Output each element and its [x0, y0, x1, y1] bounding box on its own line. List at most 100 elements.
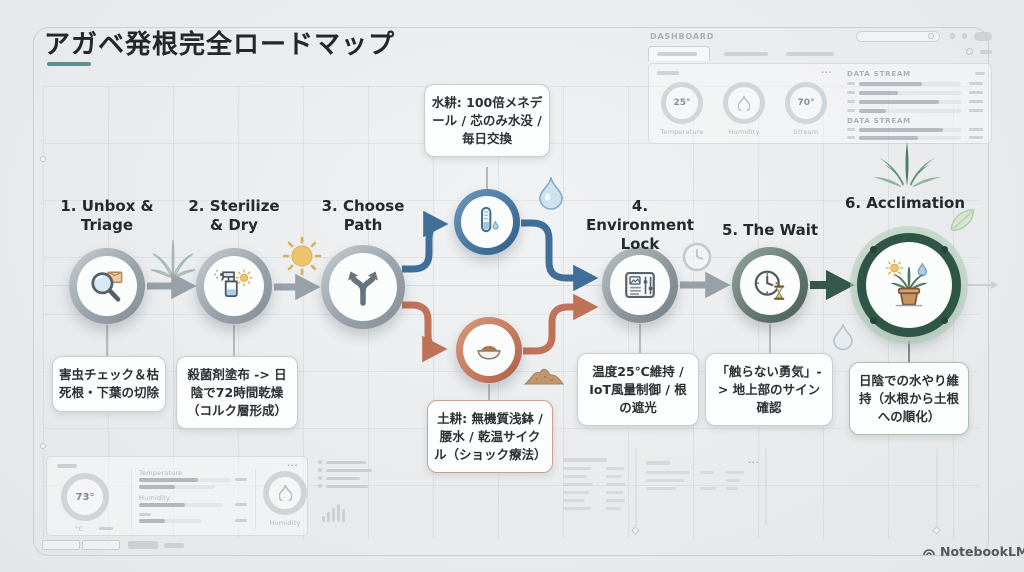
control-bar	[128, 541, 158, 549]
ring-dot	[870, 246, 877, 253]
tab-active	[648, 46, 710, 61]
faint-droplet-decoration	[833, 323, 853, 351]
step1-label: 1. Unbox & Triage	[60, 197, 154, 234]
row-value-bar	[969, 82, 983, 85]
ring-dot	[941, 317, 948, 324]
node-step6	[857, 233, 961, 337]
gauge-temperature-label: Temperature	[660, 128, 704, 136]
bottom-panel: ... 73° °C Temperature Humidity Humidity	[46, 456, 308, 536]
bullet-line	[326, 461, 366, 464]
row-label-bar	[847, 100, 855, 103]
node-water-path	[454, 189, 520, 255]
window-controls	[980, 50, 992, 54]
env-controls-icon	[610, 255, 670, 315]
dashboard-mockup-top: DASHBOARD ... 25° 70° Temperat	[644, 26, 996, 144]
row-label-bar	[847, 109, 855, 112]
notebooklm-watermark: NotebookLM	[922, 544, 1024, 559]
droplet-icon	[738, 95, 750, 111]
magnifier-box-icon	[77, 256, 137, 316]
sand-pile-decoration	[523, 368, 564, 385]
gauge-humidity-bottom-label: Humidity	[269, 519, 301, 527]
step5-note: 「触らない勇気」-> 地上部のサイン確認	[705, 353, 833, 427]
arrow-soil-to-step4	[523, 293, 599, 355]
row-label-bar	[847, 128, 855, 131]
step6-note: 日陰での水やり維持（水根から土根への順化）	[849, 362, 969, 436]
bullet-dot	[318, 476, 322, 480]
potted-agave-icon	[866, 242, 952, 328]
gauge-stream-label: Stream	[793, 128, 819, 136]
segmented-control-2	[82, 540, 120, 550]
grid-markers	[40, 156, 941, 535]
gauge-temperature: 25°	[661, 82, 703, 124]
note-connectors	[106, 167, 910, 400]
segmented-control-1	[42, 540, 80, 550]
control-bar-small	[164, 543, 184, 548]
toggle-switch	[974, 32, 992, 41]
data-stream-title-1: DATA STREAM	[847, 70, 911, 78]
main-axis-line	[43, 285, 993, 286]
page-title: アガベ発根完全ロードマップ	[44, 30, 396, 60]
big-agave-decoration	[873, 142, 941, 187]
clock-hourglass-icon	[740, 255, 800, 315]
row-value-bar	[969, 91, 983, 94]
step4-label: 4. Environment Lock	[586, 197, 694, 253]
tab-inactive-1	[724, 52, 768, 56]
step4-note: 温度25℃維持 / IoT風量制御 / 根の遮光	[577, 353, 699, 427]
row-value-bar	[969, 109, 983, 112]
row-value-bar	[235, 478, 247, 481]
arrow-water-to-step4	[521, 219, 599, 292]
bullet-line	[326, 469, 372, 472]
dashboard-panel: ... 25° 70° Temperature Humidity Stream …	[648, 63, 992, 144]
step2-note: 殺菌剤塗布 -> 日陰で72時間乾燥（コルク層形成）	[176, 356, 298, 430]
row-temperature-label: Temperature	[139, 469, 183, 477]
background-frame	[33, 27, 989, 556]
search-bar	[856, 31, 940, 42]
tab-inactive-2	[786, 52, 834, 56]
dashboard-mockup-bottom: ... 73° °C Temperature Humidity Humidity	[40, 450, 700, 550]
dashboard-title: DASHBOARD	[650, 32, 715, 41]
node-step2	[196, 248, 272, 324]
sun-decoration	[282, 236, 322, 276]
gauge-stream: 70°	[785, 82, 827, 124]
title-underline	[47, 62, 91, 66]
gauge-humidity-bottom	[263, 471, 307, 515]
bullet-line	[326, 485, 368, 488]
soil-bowl-icon	[463, 324, 515, 376]
gauge-celsius: 73°	[61, 473, 109, 521]
node-step1	[69, 248, 145, 324]
watermark-text: NotebookLM	[940, 544, 1024, 559]
step6-label: 6. Acclimation	[844, 194, 966, 212]
bell-icon	[950, 33, 955, 39]
row-label-bar	[139, 513, 151, 516]
table-ellipsis: ...	[748, 456, 760, 465]
bullet-dot	[318, 460, 322, 464]
panel-label-bar	[657, 71, 679, 75]
panel-ellipsis: ...	[287, 459, 299, 468]
node-step4	[602, 247, 678, 323]
row-humidity-label: Humidity	[139, 494, 171, 502]
ring-dot	[870, 317, 877, 324]
leaf-decoration	[950, 208, 975, 231]
step5-label: 5. The Wait	[721, 221, 819, 239]
bullet-dot	[318, 468, 322, 472]
row-label-bar	[847, 136, 855, 139]
node-soil-path	[456, 317, 522, 383]
faint-clock-decoration	[682, 242, 712, 272]
row-value-bar	[235, 503, 247, 506]
panel-ellipsis: ...	[821, 66, 833, 75]
gauge-unit-label: °C	[75, 525, 84, 533]
tab-label-bar	[657, 52, 697, 56]
node-step3	[321, 245, 405, 329]
divider	[255, 469, 256, 529]
fork-path-icon	[329, 253, 397, 321]
droplet-icon	[278, 485, 292, 501]
bullet-dot	[318, 484, 322, 488]
step1-note: 害虫チェック＆枯死根・下葉の切除	[52, 356, 166, 412]
gauge-stream-value: 70°	[797, 98, 815, 108]
step3-label: 3. Choose Path	[321, 197, 405, 234]
row-value-bar	[969, 136, 983, 139]
row-value-bar	[235, 519, 247, 522]
row-value-bar	[969, 100, 983, 103]
